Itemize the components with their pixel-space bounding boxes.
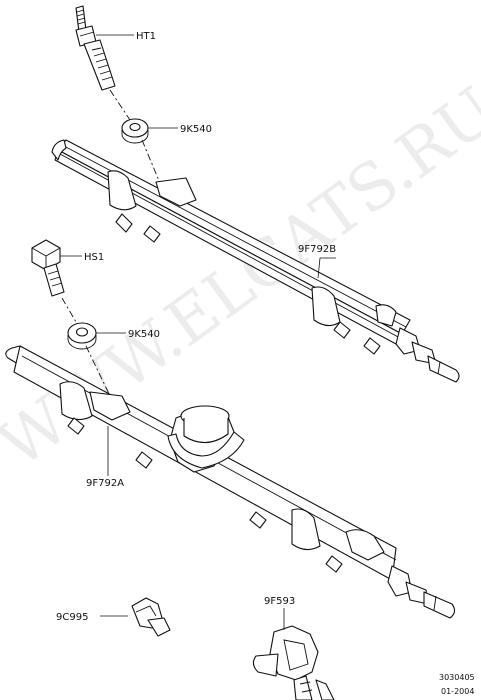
drawing-number: 3030405 [439,673,475,682]
label-washer-bottom: 9K540 [128,329,160,340]
washer-bottom [67,322,97,350]
label-washer-top: 9K540 [180,124,212,135]
fuel-rail-upper [51,139,460,383]
centerline-bolt-lower [61,297,111,397]
fuel-rail-lower [5,345,456,619]
connector-9f593 [252,625,335,700]
label-hs1: HS1 [84,252,104,263]
label-ht1: HT1 [136,31,156,42]
label-connector: 9F593 [264,596,295,607]
label-clip: 9C995 [56,612,88,623]
label-rail-a: 9F792A [86,478,124,489]
stud-ht1 [75,5,116,91]
label-rail-b: 9F792B [298,244,336,255]
bolt-hs1 [31,239,65,297]
clip-9c995 [131,597,171,637]
date-code: 01-2004 [441,687,474,696]
washer-top [121,118,149,144]
